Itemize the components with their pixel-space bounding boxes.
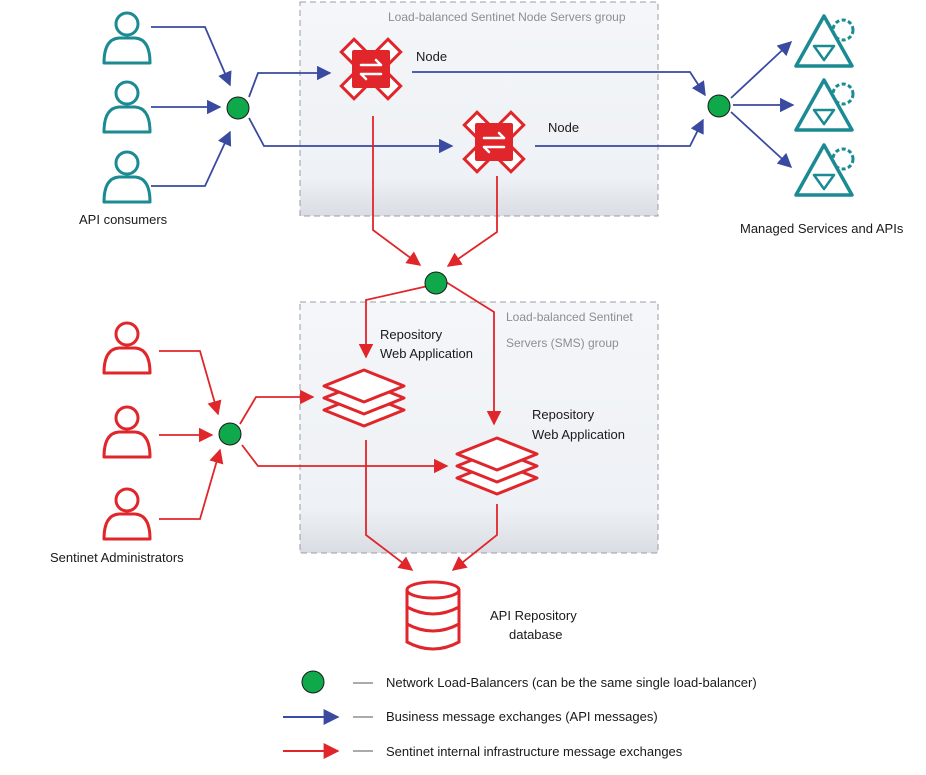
api-consumer-icon: [102, 80, 152, 134]
legend: Network Load-Balancers (can be the same …: [283, 670, 757, 759]
flow-lb2-service1: [730, 41, 793, 99]
api-consumers-label: API consumers: [79, 212, 168, 227]
legend-business-label: Business message exchanges (API messages…: [386, 709, 658, 724]
node-1: Node: [322, 20, 447, 118]
business-flows: [151, 26, 795, 187]
flow-lb2-service3: [730, 111, 793, 168]
flow-repo1-db: [365, 440, 414, 571]
managed-service-icon: [794, 143, 855, 197]
flow-consumer1-lb: [151, 26, 232, 87]
internal-flows: [159, 116, 502, 571]
administrator-icon: [102, 487, 152, 541]
repo-app-1-label-line1: Repository: [380, 327, 443, 342]
repo-app-2-label-line1: Repository: [532, 407, 595, 422]
sms-group-label-line1: Load-balanced Sentinet: [506, 310, 633, 324]
legend-load-balancers: Network Load-Balancers (can be the same …: [301, 670, 757, 694]
flow-node1-lb3: [372, 116, 422, 266]
database-icon: [405, 580, 461, 651]
repository-web-app-1: Repository Web Application: [322, 327, 473, 428]
administrator-icon: [102, 321, 152, 375]
flow-admin3-lb: [159, 448, 224, 520]
load-balancer-services: [707, 94, 731, 118]
api-repository-database: API Repository database: [405, 580, 577, 651]
flow-lb-repo1: [239, 389, 315, 425]
load-balancer-internal: [424, 271, 448, 295]
managed-service-icon: [794, 14, 855, 68]
legend-internal: Sentinet internal infrastructure message…: [283, 743, 683, 759]
api-consumer-icon: [102, 11, 152, 65]
flow-admin1-lb: [159, 350, 222, 416]
flow-consumer3-lb: [151, 130, 232, 187]
managed-services: Managed Services and APIs: [740, 14, 904, 236]
repo-app-1-label-line2: Web Application: [380, 346, 473, 361]
sms-group-label-line2: Servers (SMS) group: [506, 336, 619, 350]
db-label-line1: API Repository: [490, 608, 577, 623]
flow-lb3-repo1: [358, 285, 429, 359]
node-1-label: Node: [416, 49, 447, 64]
repository-web-app-2: Repository Web Application: [455, 407, 625, 496]
node-group-label: Load-balanced Sentinet Node Servers grou…: [388, 10, 626, 24]
legend-load-balancers-label: Network Load-Balancers (can be the same …: [386, 675, 757, 690]
flow-lb-node2: [248, 117, 454, 154]
flow-lb3-repo2: [445, 281, 502, 426]
flow-node2-lb3: [446, 176, 498, 267]
sentinet-administrators: Sentinet Administrators: [50, 321, 184, 565]
managed-services-label: Managed Services and APIs: [740, 221, 904, 236]
api-consumers: API consumers: [79, 11, 168, 227]
flow-node1-lb2: [412, 71, 706, 97]
managed-service-icon: [794, 78, 855, 132]
legend-internal-label: Sentinet internal infrastructure message…: [386, 744, 683, 759]
sentinet-administrators-label: Sentinet Administrators: [50, 550, 184, 565]
flow-lb-node1: [248, 65, 332, 98]
legend-load-balancer-icon: [301, 670, 325, 694]
api-consumer-icon: [102, 150, 152, 204]
flow-repo2-db: [451, 504, 498, 571]
sms-servers-group: Load-balanced Sentinet Servers (SMS) gro…: [299, 301, 659, 554]
node-2-label: Node: [548, 120, 579, 135]
legend-business: Business message exchanges (API messages…: [283, 709, 658, 725]
node-servers-group: Load-balanced Sentinet Node Servers grou…: [299, 1, 659, 217]
flow-lb-repo2: [241, 444, 449, 474]
load-balancer-admins: [218, 422, 242, 446]
flow-node2-lb2: [535, 118, 704, 147]
db-label-line2: database: [509, 627, 563, 642]
repo-app-2-label-line2: Web Application: [532, 427, 625, 442]
administrator-icon: [102, 405, 152, 459]
load-balancer-consumers: [226, 96, 250, 120]
node-2: Node: [445, 93, 579, 191]
